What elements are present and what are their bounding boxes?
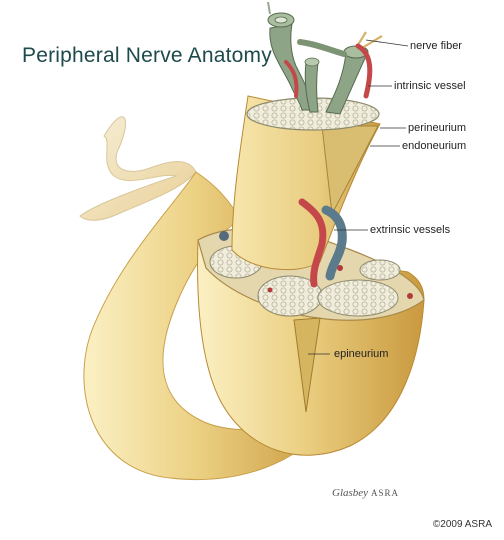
epineural-vessel [267, 287, 273, 293]
nerve-fiber-strand [267, 1, 271, 15]
nerve-tail [79, 116, 197, 221]
epineurium-notch [293, 317, 321, 413]
label-nerve-fiber: nerve fiber [410, 40, 462, 52]
signature-org: ASRA [371, 488, 400, 498]
label-perineurium: perineurium [408, 122, 467, 134]
nerve-fiber-bridge [297, 39, 347, 57]
label-epineurium: epineurium [334, 348, 389, 360]
label-extrinsic-vessels: extrinsic vessels [370, 224, 451, 236]
fascicle [359, 259, 401, 281]
extrinsic-vein [321, 205, 347, 281]
copyright-text: ©2009 ASRA [432, 519, 492, 530]
epineural-vessel [219, 231, 229, 241]
leader-lines [308, 39, 409, 355]
extrinsic-artery [298, 198, 327, 288]
intrinsic-vessel [355, 43, 373, 99]
label-endoneurium: endoneurium [402, 140, 467, 152]
epineural-vessel [407, 293, 413, 299]
nerve-fiber-bundle [304, 61, 319, 113]
label-intrinsic-vessel: intrinsic vessel [394, 80, 466, 92]
page-title: Peripheral Nerve Anatomy [22, 44, 272, 67]
epineural-vessel [337, 265, 343, 271]
intrinsic-vessel [284, 60, 299, 98]
nerve-fiber-bundle [325, 51, 367, 115]
nerve-fiber-strand [361, 35, 383, 49]
signature-script: Glasbey [332, 487, 369, 499]
upper-cut-face [321, 125, 379, 216]
fascicle [317, 279, 399, 317]
